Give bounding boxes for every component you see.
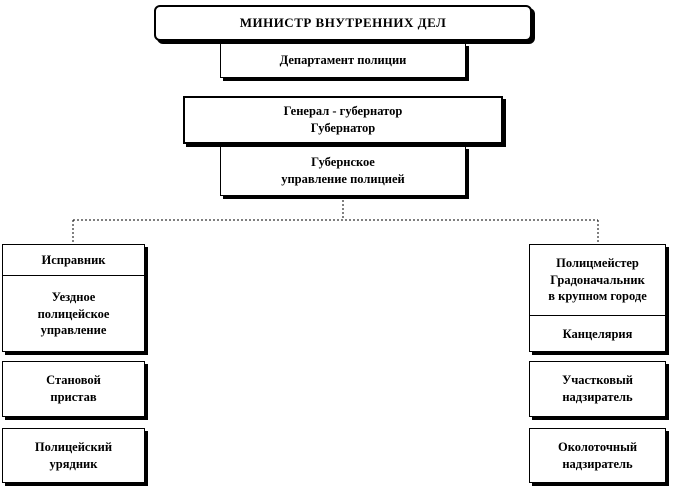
ispravnik-label: Исправник [41,252,106,267]
provincial-police-label: Губернское управление полицией [281,155,405,186]
ispravnik-divider [3,275,144,276]
police-chief-group-box: Полицмейстер Градоначальник в крупном го… [529,244,666,352]
okolotok-warden-label: Околоточный надзиратель [557,439,638,471]
district-warden-label: Участковый надзиратель [562,373,633,404]
department-box: Департамент полиции [220,43,466,78]
stanovoy-label: Становой пристав [46,373,101,404]
provincial-police-box: Губернское управление полицией [220,146,466,196]
uezd-police-label: Уездное полицейское управление [37,289,110,338]
okolotok-warden-box: Околоточный надзиратель [529,428,666,483]
uryadnik-box: Полицейский урядник [2,428,145,483]
stanovoy-box: Становой пристав [2,361,145,417]
department-label: Департамент полиции [279,53,407,68]
minister-label: МИНИСТР ВНУТРЕННИХ ДЕЛ [239,15,447,31]
district-warden-box: Участковый надзиратель [529,361,666,417]
police-chief-divider [530,315,665,316]
governor-label: Генерал - губернатор Губернатор [283,104,403,135]
governor-box: Генерал - губернатор Губернатор [183,96,503,144]
chancellery-label: Канцелярия [562,326,633,341]
minister-box: МИНИСТР ВНУТРЕННИХ ДЕЛ [154,5,532,41]
ispravnik-group-box: Исправник Уездное полицейское управление [2,244,145,352]
uryadnik-label: Полицейский урядник [34,439,113,471]
police-chief-label: Полицмейстер Градоначальник в крупном го… [548,255,647,304]
